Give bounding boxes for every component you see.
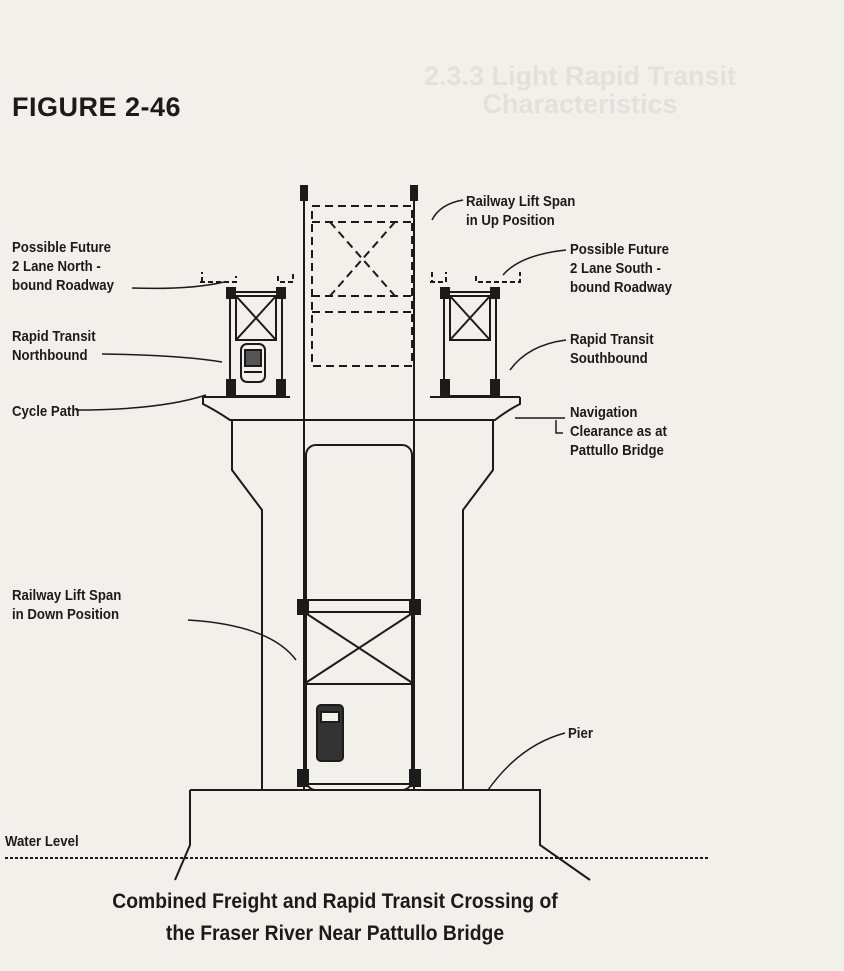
label-line: Rapid Transit: [12, 328, 96, 345]
label-line: in Up Position: [466, 212, 555, 229]
right-tower-cap: [410, 185, 418, 201]
label-future-northbound: Possible Future 2 Lane North - bound Roadw…: [12, 238, 114, 295]
lift-span-down: [303, 599, 415, 785]
label-line: 2 Lane North -: [12, 258, 101, 275]
lift-span-up: [311, 205, 413, 367]
figure-number: FIGURE 2-46: [12, 92, 182, 122]
pier-left-edge: [231, 420, 263, 790]
northbound-bracing: [235, 295, 277, 341]
label-line: in Down Position: [12, 606, 120, 623]
future-northbound-roadway: [200, 272, 294, 283]
label-line: Navigation: [570, 404, 638, 421]
leader-lines: [75, 199, 567, 791]
label-line: bound Roadway: [12, 277, 114, 294]
caption-line-2: the Fraser River Near Pattullo Bridge: [165, 922, 505, 945]
ghost-line-1: 2.3.3 Light Rapid Transit: [423, 61, 737, 91]
label-line: Pattullo Bridge: [570, 442, 664, 459]
label-line: bound Roadway: [570, 279, 672, 296]
label-line: Railway Lift Span: [12, 587, 122, 604]
label-lift-span-up: Railway Lift Span in Up Position: [466, 192, 575, 230]
label-line: Southbound: [570, 350, 648, 367]
left-tower-cap: [300, 185, 308, 201]
southbound-frame: [443, 291, 497, 397]
label-pier: Pier: [568, 725, 593, 742]
label-line: Clearance as at: [570, 423, 667, 440]
northbound-frame: [229, 291, 283, 397]
pier-footing: [174, 789, 591, 881]
caption-line-1: Combined Freight and Rapid Transit Cross…: [112, 890, 558, 913]
label-line: Possible Future: [12, 239, 112, 256]
label-line: 2 Lane South -: [570, 260, 661, 277]
label-water-level: Water Level: [5, 833, 79, 850]
freight-train-icon: [316, 704, 344, 762]
label-line: Railway Lift Span: [466, 193, 576, 210]
northbound-train-icon: [240, 343, 266, 383]
label-line: Northbound: [12, 347, 88, 364]
pier-right-edge: [462, 420, 494, 790]
southbound-bracing: [449, 295, 491, 341]
label-lift-span-down: Railway Lift Span in Down Position: [12, 586, 121, 624]
bleed-through-heading: 2.3.3 Light Rapid Transit Characteristic…: [400, 62, 760, 118]
label-line: Possible Future: [570, 241, 670, 258]
label-cycle-path: Cycle Path: [12, 403, 80, 420]
ghost-line-2: Characteristics: [482, 89, 678, 119]
deck-underside: [202, 397, 521, 421]
lift-span-down-bracing: [303, 611, 415, 685]
future-southbound-roadway: [430, 272, 521, 283]
label-future-southbound: Possible Future 2 Lane South - bound Roadw…: [570, 240, 672, 297]
label-line: Rapid Transit: [570, 331, 654, 348]
